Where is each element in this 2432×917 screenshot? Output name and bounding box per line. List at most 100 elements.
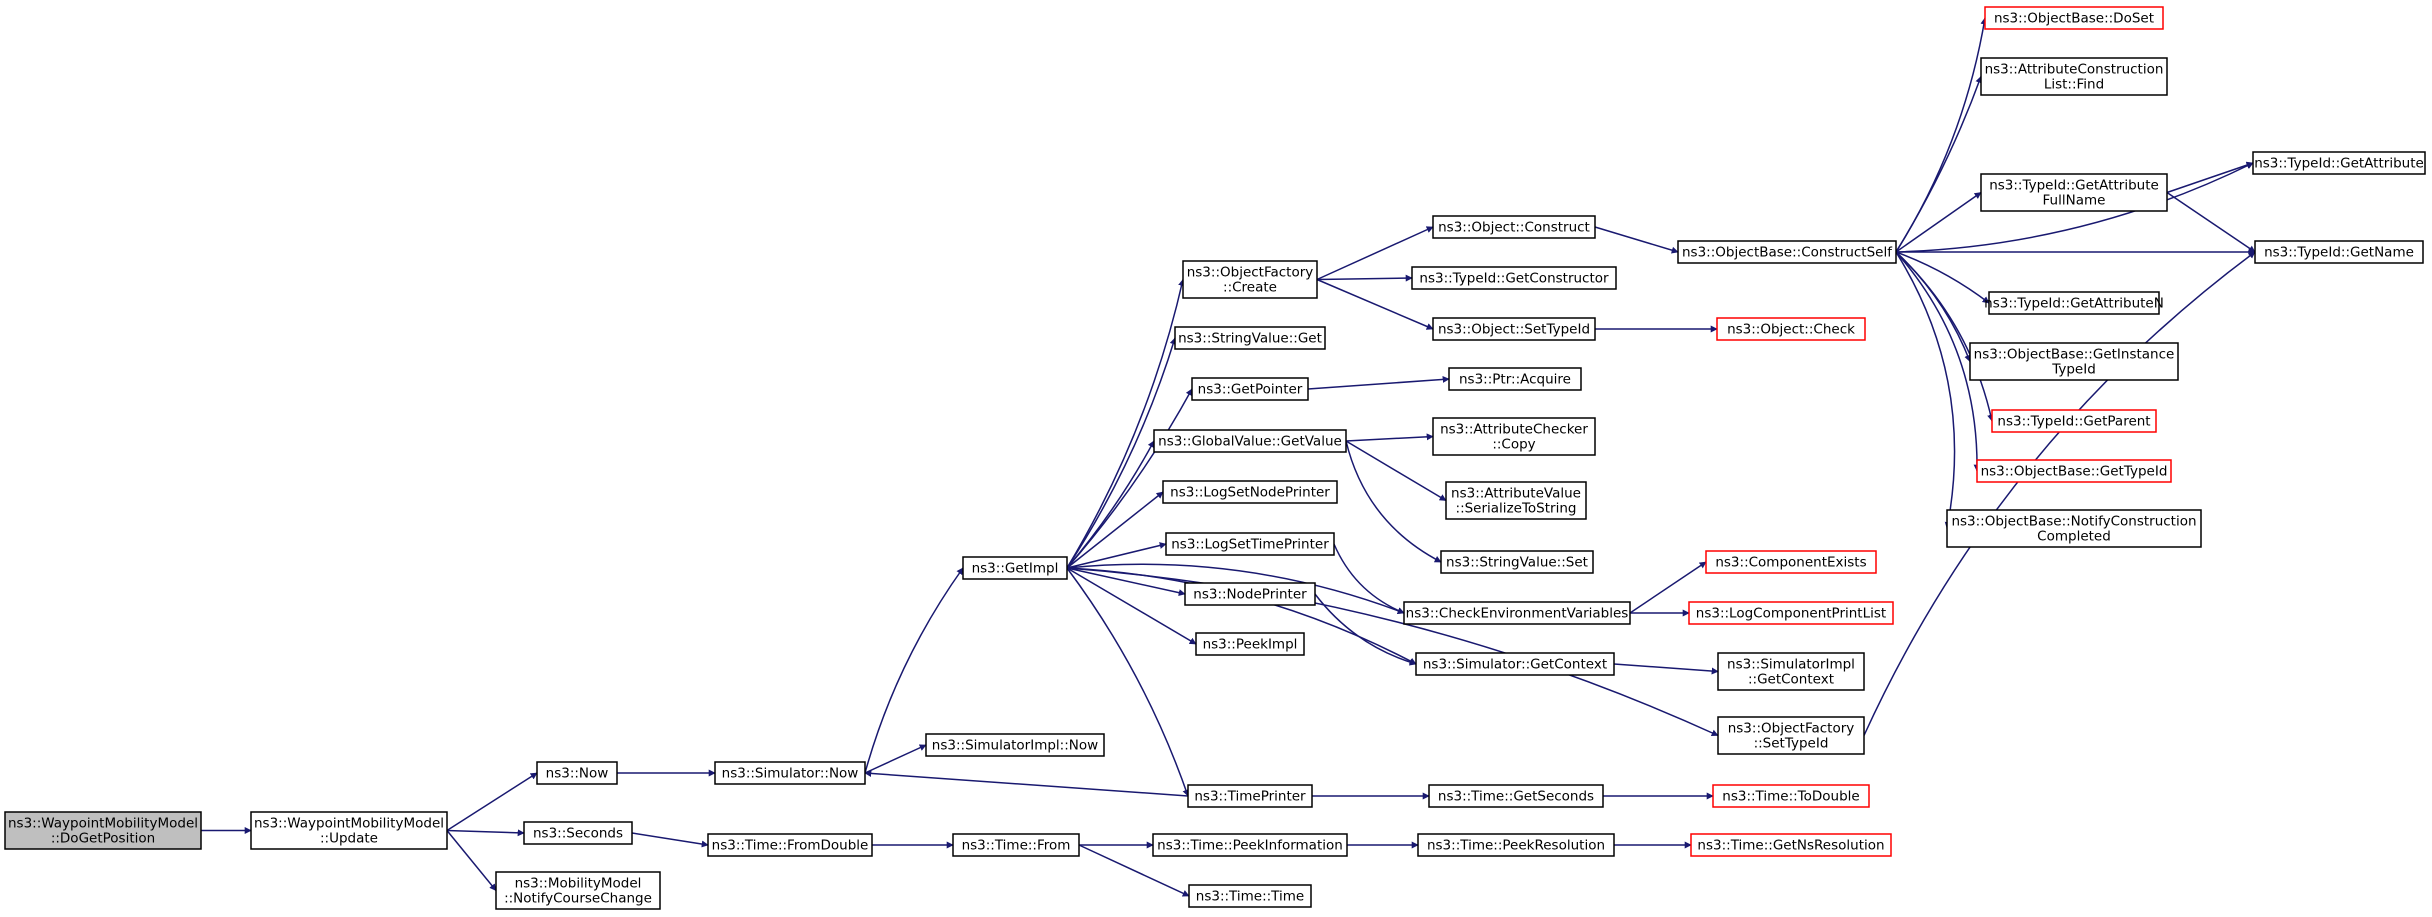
node-label: ns3::Time::PeekInformation	[1157, 838, 1343, 854]
node-label: ns3::StringValue::Set	[1446, 555, 1588, 571]
node-box	[1432, 317, 1596, 341]
node-label: ns3::Time::FromDouble	[712, 838, 869, 854]
node-label: ns3::WaypointMobilityModel	[8, 816, 198, 832]
node-tidgetname[interactable]: ns3::TypeId::GetName	[2254, 240, 2424, 264]
edge-obconstructself-to-aclfind	[1895, 75, 1983, 253]
node-update[interactable]: ns3::WaypointMobilityModel::Update	[250, 811, 448, 850]
node-label: ns3::ObjectBase::GetTypeId	[1981, 464, 2168, 480]
node-label: ns3::GetImpl	[972, 561, 1059, 577]
node-timeprinter[interactable]: ns3::TimePrinter	[1187, 784, 1313, 808]
node-objsettypeid[interactable]: ns3::Object::SetTypeId	[1432, 317, 1596, 341]
edge-path	[1895, 251, 1995, 422]
node-obdoset[interactable]: ns3::ObjectBase::DoSet	[1984, 6, 2164, 30]
node-tgetnsres[interactable]: ns3::Time::GetNsResolution	[1690, 833, 1892, 857]
node-checkenv[interactable]: ns3::CheckEnvironmentVariables	[1403, 601, 1631, 625]
node-label: ns3::Ptr::Acquire	[1459, 372, 1571, 388]
node-label: ns3::Object::SetTypeId	[1438, 322, 1590, 338]
node-label: List::Find	[2044, 77, 2104, 93]
node-label: ::GetContext	[1748, 672, 1834, 688]
node-obnotifyconstruction[interactable]: ns3::ObjectBase::NotifyConstructionCompl…	[1946, 509, 2202, 548]
node-label: ns3::TypeId::GetParent	[1997, 414, 2150, 430]
node-getpointer[interactable]: ns3::GetPointer	[1191, 377, 1309, 401]
node-label: FullName	[2043, 193, 2106, 209]
node-avserialize[interactable]: ns3::AttributeValue::SerializeToString	[1445, 481, 1587, 520]
node-mmncc[interactable]: ns3::MobilityModel::NotifyCourseChange	[495, 871, 661, 910]
edge-obconstructself-to-obgettypeid	[1895, 251, 1981, 472]
node-now[interactable]: ns3::Now	[536, 761, 618, 785]
node-label: ns3::Time::GetSeconds	[1438, 789, 1594, 805]
node-simnow[interactable]: ns3::Simulator::Now	[714, 761, 866, 785]
edge-path	[1895, 162, 2254, 253]
node-box	[1184, 582, 1316, 606]
edge-path	[1895, 75, 1983, 253]
node-accopy[interactable]: ns3::AttributeChecker::Copy	[1432, 417, 1596, 456]
node-tidgetattribute[interactable]: ns3::TypeId::GetAttribute	[2252, 151, 2426, 175]
node-tidgetattributen[interactable]: ns3::TypeId::GetAttributeN	[1984, 291, 2164, 315]
node-compexists[interactable]: ns3::ComponentExists	[1705, 550, 1877, 574]
node-box	[1191, 377, 1309, 401]
node-ttodouble[interactable]: ns3::Time::ToDouble	[1712, 784, 1870, 808]
node-tpeekres[interactable]: ns3::Time::PeekResolution	[1417, 833, 1615, 857]
node-tfromdouble[interactable]: ns3::Time::FromDouble	[707, 833, 873, 857]
edge-obconstructself-to-obnotifyconstruction	[1895, 251, 1956, 530]
node-simimplnow[interactable]: ns3::SimulatorImpl::Now	[925, 733, 1105, 757]
edge-path	[1316, 278, 1434, 330]
edge-path	[1066, 567, 1197, 645]
node-label: ns3::PeekImpl	[1203, 637, 1298, 653]
node-root[interactable]: ns3::WaypointMobilityModel::DoGetPositio…	[4, 811, 202, 850]
node-box	[1717, 652, 1865, 691]
edge-path	[2166, 191, 2256, 253]
node-ptracquire[interactable]: ns3::Ptr::Acquire	[1448, 367, 1582, 391]
node-label: ::Update	[320, 831, 378, 847]
node-tidgetconstructor[interactable]: ns3::TypeId::GetConstructor	[1411, 266, 1617, 290]
node-tpeekinfo[interactable]: ns3::Time::PeekInformation	[1152, 833, 1348, 857]
node-logcompprint[interactable]: ns3::LogComponentPrintList	[1688, 601, 1894, 625]
node-obconstructself[interactable]: ns3::ObjectBase::ConstructSelf	[1677, 240, 1897, 264]
node-box	[1991, 409, 2157, 433]
node-obgettypeid[interactable]: ns3::ObjectBase::GetTypeId	[1976, 459, 2172, 483]
node-peekimpl[interactable]: ns3::PeekImpl	[1195, 632, 1305, 656]
node-logsetnodeprinter[interactable]: ns3::LogSetNodePrinter	[1162, 480, 1338, 504]
node-box	[495, 871, 661, 910]
edge-path	[1629, 561, 1707, 614]
node-simimplgetcontext[interactable]: ns3::SimulatorImpl::GetContext	[1717, 652, 1865, 691]
node-tgetseconds[interactable]: ns3::Time::GetSeconds	[1428, 784, 1604, 808]
node-box	[1432, 417, 1596, 456]
node-label: ns3::WaypointMobilityModel	[254, 816, 444, 832]
node-ofsettypeid[interactable]: ns3::ObjectFactory::SetTypeId	[1717, 716, 1865, 755]
edge-path	[446, 772, 538, 832]
node-box	[1969, 342, 2179, 381]
node-label: ns3::TypeId::GetName	[2264, 245, 2414, 261]
node-label: ::SerializeToString	[1456, 501, 1577, 517]
node-simgetcontext[interactable]: ns3::Simulator::GetContext	[1415, 652, 1615, 676]
node-box	[2254, 240, 2424, 264]
edges-layer	[200, 17, 2256, 897]
node-objcheck[interactable]: ns3::Object::Check	[1716, 317, 1866, 341]
node-box	[1162, 480, 1338, 504]
node-box	[1174, 326, 1326, 350]
node-svset[interactable]: ns3::StringValue::Set	[1440, 550, 1594, 574]
node-svget[interactable]: ns3::StringValue::Get	[1174, 326, 1326, 350]
node-getimpl[interactable]: ns3::GetImpl	[962, 556, 1068, 580]
node-ttime[interactable]: ns3::Time::Time	[1188, 884, 1312, 908]
node-ofcreate[interactable]: ns3::ObjectFactory::Create	[1182, 260, 1318, 299]
node-logsettimeprinter[interactable]: ns3::LogSetTimePrinter	[1165, 532, 1335, 556]
edge-simgetcontext-to-simimplgetcontext	[1613, 663, 1719, 675]
edge-path	[1066, 337, 1177, 569]
node-label: ns3::ObjectFactory	[1728, 721, 1855, 737]
node-objconstruct[interactable]: ns3::Object::Construct	[1432, 215, 1596, 239]
node-nodeprinter[interactable]: ns3::NodePrinter	[1184, 582, 1316, 606]
node-tfrom[interactable]: ns3::Time::From	[952, 833, 1080, 857]
node-tidgetparent[interactable]: ns3::TypeId::GetParent	[1991, 409, 2157, 433]
edge-seconds-to-tfromdouble	[631, 832, 709, 848]
node-box	[1182, 260, 1318, 299]
edge-path	[1066, 567, 1186, 597]
node-gvgetvalue[interactable]: ns3::GlobalValue::GetValue	[1153, 429, 1347, 453]
node-label: ns3::GetPointer	[1198, 382, 1303, 398]
node-seconds[interactable]: ns3::Seconds	[523, 821, 633, 845]
node-box	[1188, 884, 1312, 908]
node-label: ::NotifyCourseChange	[504, 891, 652, 907]
